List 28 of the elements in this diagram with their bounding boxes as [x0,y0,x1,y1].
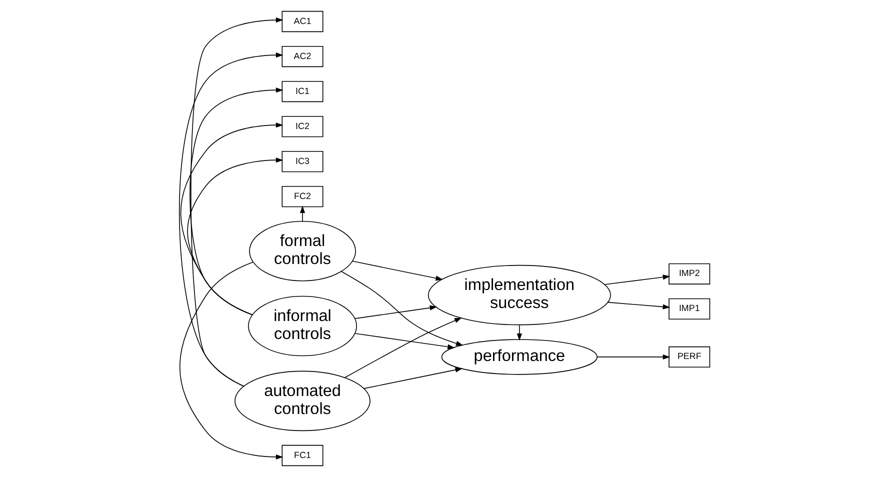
arrow [354,305,437,319]
node-box: IC3 [281,150,323,172]
arrow [340,271,463,346]
node-ellipse: automated controls [234,370,370,432]
node-box: PERF [668,346,710,368]
node-box: FC2 [281,186,323,208]
arrow [516,324,522,341]
arrow [352,260,443,281]
node-box: IMP1 [668,298,710,320]
arrow [344,318,462,378]
arrow [186,158,283,316]
node-ellipse: informal controls [248,296,356,356]
arrow [180,122,283,316]
arrow [362,367,462,389]
arrow [354,333,454,350]
node-box: AC1 [281,10,323,32]
arrow [604,274,670,285]
arrow [606,302,670,310]
arrow [178,52,283,387]
node-box: IC1 [281,80,323,102]
node-box: IMP2 [668,263,710,284]
node-box: FC1 [281,444,323,466]
arrow [178,262,283,460]
node-box: AC2 [281,46,323,68]
node-box: IC2 [281,116,323,138]
node-ellipse: formal controls [248,220,356,282]
arrow [299,206,305,222]
arrow [596,354,670,360]
